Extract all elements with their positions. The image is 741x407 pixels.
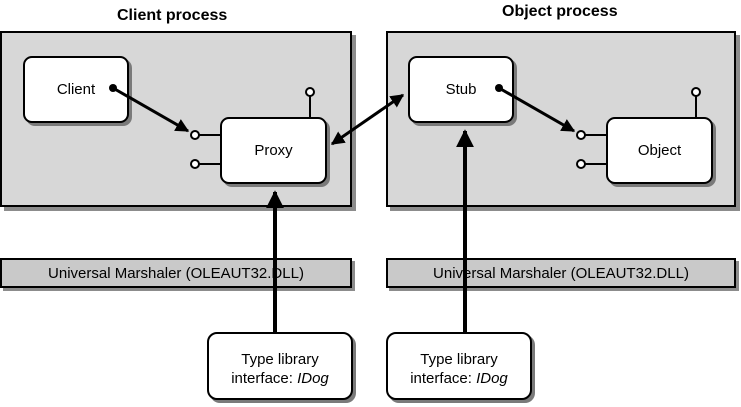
proxy-interface-lollipops bbox=[190, 87, 315, 169]
object-type-library-interface: IDog bbox=[476, 370, 508, 387]
client-type-library-line1: Type library bbox=[241, 351, 319, 368]
object-type-library-line1: Type library bbox=[420, 351, 498, 368]
object-process-heading: Object process bbox=[502, 3, 618, 20]
object-type-library-line2: interface: IDog bbox=[410, 370, 508, 387]
client-type-library-interface: IDog bbox=[297, 370, 329, 387]
object-universal-marshaler: Universal Marshaler (OLEAUT32.DLL) bbox=[386, 258, 736, 288]
client-to-proxy-arrow bbox=[109, 84, 190, 133]
proxy-node: Proxy bbox=[220, 117, 327, 184]
proxy-stub-channel-arrow bbox=[330, 93, 405, 146]
client-type-library: Type library interface: IDog bbox=[207, 332, 353, 400]
stub-to-object-arrow bbox=[495, 84, 576, 133]
client-type-library-line2: interface: IDog bbox=[231, 370, 329, 387]
client-universal-marshaler: Universal Marshaler (OLEAUT32.DLL) bbox=[0, 258, 352, 288]
object-type-library: Type library interface: IDog bbox=[386, 332, 532, 400]
object-interface-lollipops bbox=[576, 87, 701, 169]
client-process-heading: Client process bbox=[117, 7, 228, 24]
object-node: Object bbox=[606, 117, 713, 184]
